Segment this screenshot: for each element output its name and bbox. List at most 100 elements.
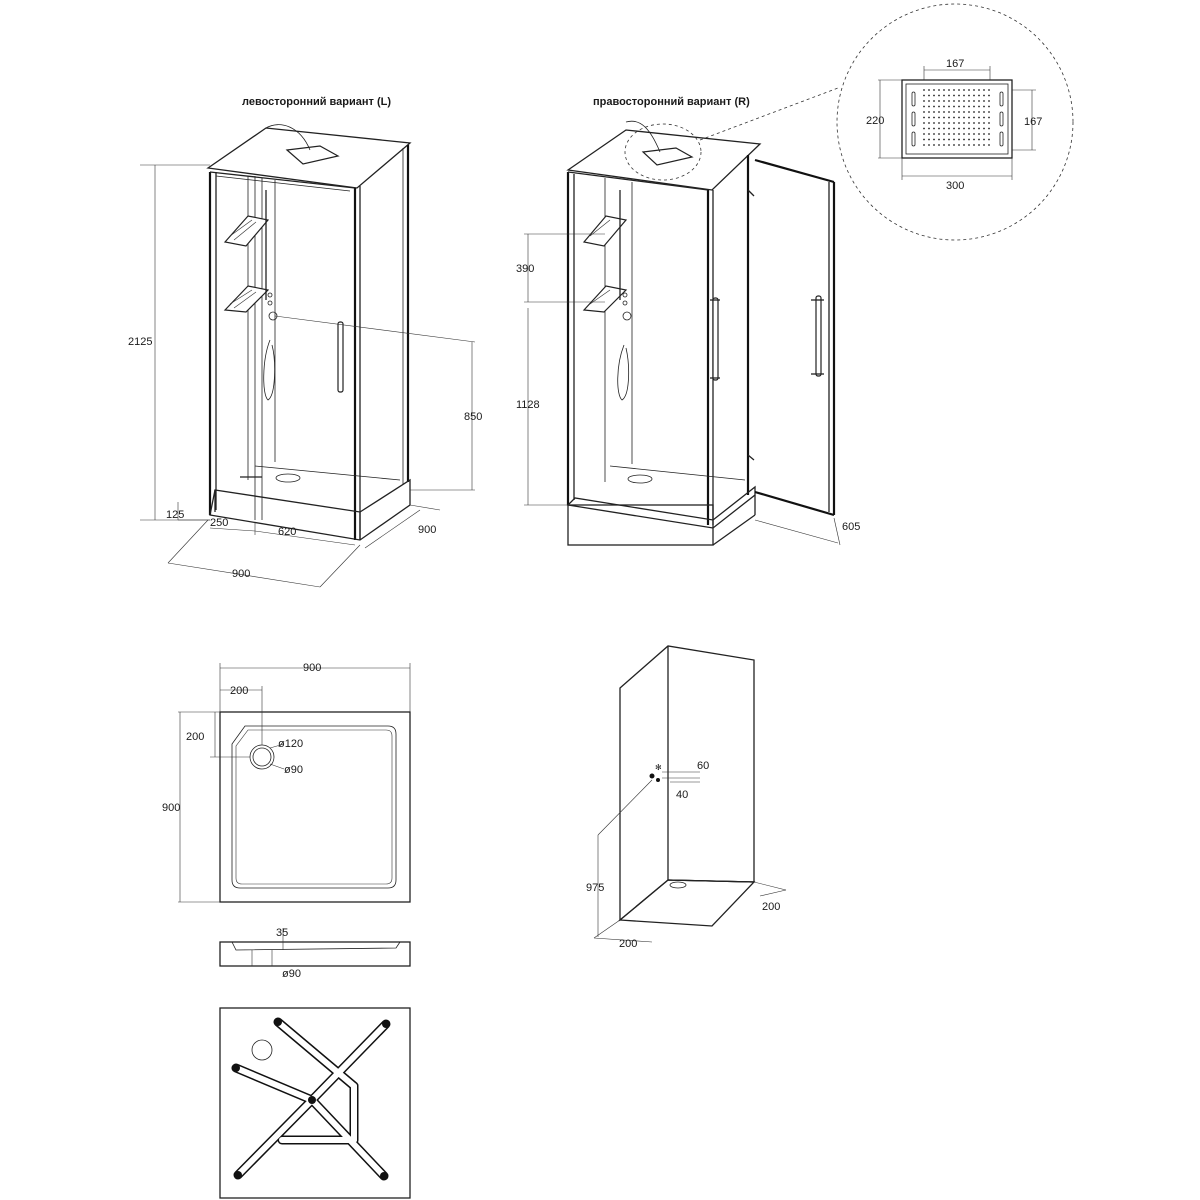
- dim-detail-height: 220: [866, 115, 884, 127]
- nozzle-dot: [988, 127, 990, 130]
- nozzle-dot: [953, 89, 955, 91]
- nozzle-dot: [948, 138, 950, 141]
- shower-head-detail: [836, 3, 1074, 241]
- nozzle-dot: [973, 105, 975, 108]
- nozzle-dot: [988, 116, 990, 119]
- nozzle-dot: [963, 138, 965, 141]
- nozzle-dot: [958, 111, 960, 113]
- nozzle-dot: [933, 122, 935, 124]
- nozzle-dot: [973, 138, 975, 141]
- nozzle-dot: [948, 144, 950, 146]
- nozzle-dot: [923, 127, 925, 130]
- dim-tray-outer-dia: ø120: [278, 738, 303, 750]
- nozzle-dot: [923, 116, 925, 119]
- nozzle-dot: [943, 138, 945, 141]
- nozzle-dot: [983, 138, 985, 141]
- side-jet-slot: [911, 131, 916, 147]
- cabin-right-drawing: [566, 87, 839, 546]
- nozzle-dot: [973, 144, 975, 146]
- nozzle-dot: [958, 105, 960, 108]
- valve-icon: ✻: [655, 763, 662, 772]
- nozzle-dot: [948, 89, 950, 91]
- nozzle-dot: [963, 111, 965, 113]
- nozzle-dot: [943, 100, 945, 102]
- side-jet-slot: [999, 111, 1004, 127]
- nozzle-dot: [948, 111, 950, 113]
- dim-left-front-offset: 125: [166, 509, 184, 521]
- nozzle-dot: [953, 127, 955, 130]
- nozzle-grid: [911, 89, 1004, 147]
- nozzle-dot: [988, 89, 990, 91]
- nozzle-dot: [953, 100, 955, 102]
- nozzle-dot: [948, 122, 950, 124]
- nozzle-dot: [983, 122, 985, 124]
- nozzle-dot: [958, 133, 960, 135]
- nozzle-dot: [943, 127, 945, 130]
- nozzle-dot: [958, 144, 960, 146]
- nozzle-dot: [943, 133, 945, 135]
- dim-tray-drain-y: 200: [186, 731, 204, 743]
- nozzle-dot: [983, 105, 985, 108]
- cabin-left-drawing: [206, 124, 412, 541]
- nozzle-dot: [973, 127, 975, 130]
- dim-back-height: 975: [586, 882, 604, 894]
- dim-right-door-open: 605: [842, 521, 860, 533]
- nozzle-dot: [988, 111, 990, 113]
- nozzle-dot: [968, 122, 970, 124]
- nozzle-dot: [938, 133, 940, 135]
- nozzle-dot: [968, 100, 970, 102]
- dim-back-right-offset: 200: [762, 901, 780, 913]
- nozzle-dot: [963, 116, 965, 119]
- nozzle-dot: [953, 94, 955, 97]
- nozzle-dot: [933, 144, 935, 146]
- nozzle-dot: [973, 94, 975, 97]
- nozzle-dot: [968, 89, 970, 91]
- nozzle-dot: [978, 94, 980, 97]
- nozzle-dot: [968, 133, 970, 135]
- nozzle-dot: [943, 116, 945, 119]
- dim-left-height: 2125: [128, 336, 152, 348]
- nozzle-dot: [963, 122, 965, 124]
- nozzle-dot: [953, 105, 955, 108]
- nozzle-dot: [958, 100, 960, 102]
- nozzle-dot: [983, 127, 985, 130]
- nozzle-dot: [988, 133, 990, 135]
- nozzle-dot: [978, 100, 980, 102]
- nozzle-dot: [978, 111, 980, 113]
- nozzle-dot: [953, 144, 955, 146]
- nozzle-dot: [968, 116, 970, 119]
- nozzle-dot: [928, 89, 930, 91]
- title-left-variant: левосторонний вариант (L): [242, 96, 391, 108]
- dim-left-mixer-height: 850: [464, 411, 482, 423]
- dim-right-shelf-gap: 390: [516, 263, 534, 275]
- nozzle-dot: [973, 111, 975, 113]
- nozzle-dot: [988, 122, 990, 124]
- nozzle-dot: [988, 105, 990, 108]
- side-jet-slot: [911, 111, 916, 127]
- nozzle-dot: [963, 89, 965, 91]
- nozzle-dot: [943, 105, 945, 108]
- dim-detail-right-height: 167: [1024, 116, 1042, 128]
- nozzle-dot: [968, 144, 970, 146]
- nozzle-dot: [938, 111, 940, 113]
- nozzle-dot: [928, 144, 930, 146]
- nozzle-dot: [948, 100, 950, 102]
- nozzle-dot: [983, 94, 985, 97]
- dim-back-left-offset: 200: [619, 938, 637, 950]
- nozzle-dot: [928, 138, 930, 141]
- nozzle-dot: [973, 133, 975, 135]
- nozzle-dot: [923, 94, 925, 97]
- dim-right-shelf-height: 1128: [516, 399, 540, 411]
- left-dimensions: [140, 164, 476, 588]
- side-jet-slot: [999, 91, 1004, 107]
- nozzle-dot: [978, 116, 980, 119]
- nozzle-dot: [958, 94, 960, 97]
- nozzle-dot: [923, 133, 925, 135]
- nozzle-dot: [953, 111, 955, 113]
- nozzle-dot: [973, 89, 975, 91]
- dim-tray-drain-x: 200: [230, 685, 248, 697]
- nozzle-dot: [958, 116, 960, 119]
- dim-section-depth: 35: [276, 927, 288, 939]
- side-jet-slot: [911, 91, 916, 107]
- nozzle-dot: [928, 105, 930, 108]
